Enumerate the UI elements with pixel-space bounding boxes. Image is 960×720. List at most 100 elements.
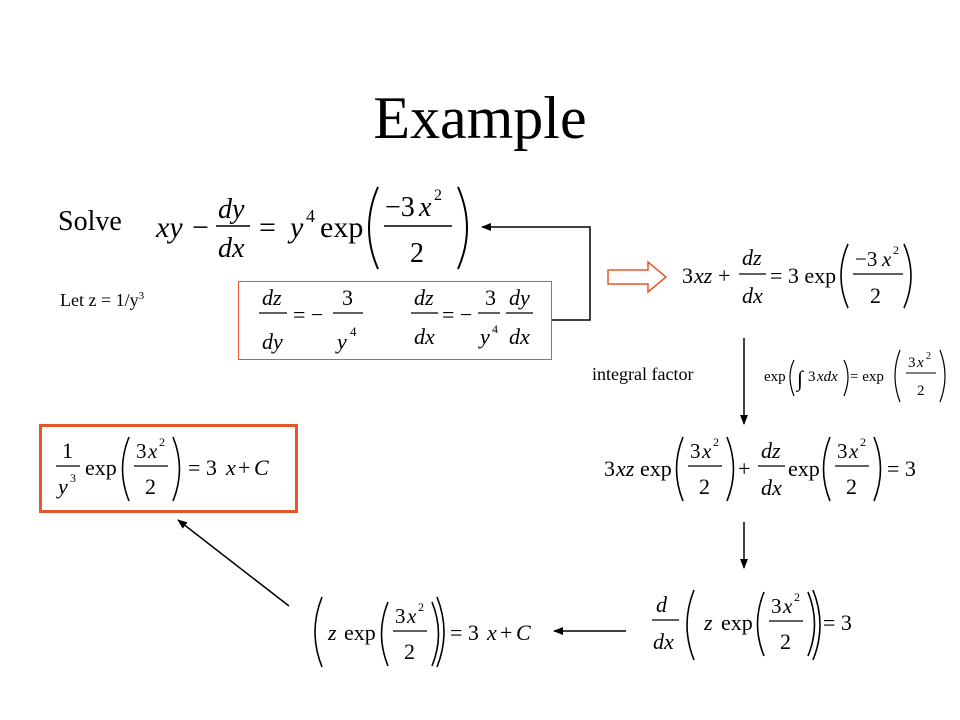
svg-text:exp: exp	[764, 369, 786, 385]
equation-original: xy − dy dx = y 4 exp −3 x 2 2	[155, 186, 468, 270]
svg-text:+: +	[738, 456, 750, 481]
svg-text:2: 2	[699, 474, 710, 499]
svg-text:dx: dx	[742, 283, 763, 308]
svg-text:2: 2	[846, 474, 857, 499]
substitution-derivatives-box	[238, 281, 552, 360]
svg-text:2: 2	[917, 383, 925, 399]
svg-text:dy: dy	[262, 329, 283, 354]
svg-text:2: 2	[434, 187, 442, 204]
svg-text:+: +	[718, 263, 730, 288]
svg-text:3: 3	[771, 594, 782, 618]
svg-text:4: 4	[350, 324, 357, 339]
svg-text:x: x	[486, 620, 497, 645]
svg-text:exp: exp	[640, 456, 672, 481]
equation-linear-form: 3 xz + dz dx = 3 exp −3 x 2 2	[682, 243, 912, 309]
svg-text:3: 3	[136, 439, 147, 463]
svg-text:= 3 exp: = 3 exp	[770, 263, 836, 288]
svg-text:= 3: = 3	[823, 610, 852, 635]
svg-text:C: C	[254, 455, 269, 480]
svg-text:2: 2	[870, 283, 881, 308]
svg-text:dz: dz	[761, 438, 781, 463]
svg-text:4: 4	[306, 206, 315, 226]
svg-text:d: d	[656, 592, 668, 617]
svg-text:x: x	[701, 439, 712, 463]
svg-text:y: y	[287, 211, 304, 244]
svg-text:xz: xz	[615, 456, 635, 481]
svg-text:+: +	[500, 620, 512, 645]
connector-box-to-equation	[481, 223, 591, 321]
svg-text:x: x	[147, 439, 158, 463]
svg-text:2: 2	[780, 629, 791, 654]
equation-derivatives: dz dy = − 3 y 4 dz dx = − 3 y 4 dy dx	[259, 285, 533, 354]
svg-text:dz: dz	[262, 285, 282, 310]
svg-text:−3: −3	[855, 247, 877, 271]
svg-text:y: y	[56, 474, 68, 499]
equation-total-derivative: d dx z exp 3 x 2 2 = 3	[652, 589, 852, 661]
svg-text:= exp: = exp	[850, 369, 884, 385]
svg-text:z: z	[703, 610, 713, 635]
svg-text:= 3: = 3	[188, 455, 217, 480]
solve-label: Solve	[58, 206, 122, 237]
svg-text:dz: dz	[414, 285, 434, 310]
svg-text:=: =	[259, 211, 276, 244]
equation-multiplied: 3 xz exp 3 x 2 2 + dz dx exp 3 x 2 2 = 3	[604, 435, 916, 502]
svg-text:3: 3	[690, 439, 701, 463]
svg-text:dy: dy	[509, 285, 530, 310]
svg-text:= −: = −	[442, 302, 472, 327]
svg-text:dx: dx	[761, 475, 782, 500]
svg-text:4: 4	[492, 322, 498, 336]
substitution-label: Let z = 1/y3	[60, 290, 144, 311]
svg-text:dx: dx	[414, 324, 435, 349]
right-arrow-outline	[607, 260, 668, 294]
slide-title: Example	[373, 85, 587, 151]
svg-text:exp: exp	[320, 211, 363, 244]
svg-text:2: 2	[410, 238, 424, 269]
svg-text:x: x	[881, 247, 892, 271]
svg-text:exp: exp	[721, 610, 753, 635]
svg-text:3: 3	[682, 263, 693, 288]
svg-text:2: 2	[926, 351, 931, 362]
svg-text:xdx: xdx	[816, 369, 838, 385]
svg-text:= −: = −	[293, 302, 323, 327]
svg-text:3: 3	[485, 285, 496, 310]
svg-text:exp: exp	[85, 455, 117, 480]
svg-text:C: C	[516, 620, 531, 645]
svg-text:2: 2	[404, 639, 415, 664]
svg-text:xz: xz	[693, 263, 713, 288]
svg-text:exp: exp	[344, 620, 376, 645]
svg-text:x: x	[418, 192, 432, 223]
svg-text:2: 2	[418, 600, 424, 614]
substitution-exponent: 3	[138, 290, 145, 302]
solution-box	[39, 424, 298, 513]
svg-text:z: z	[327, 620, 337, 645]
equation-integrated: z exp 3 x 2 2 = 3 x + C	[314, 596, 531, 668]
svg-text:2: 2	[159, 435, 165, 449]
svg-text:3: 3	[342, 285, 353, 310]
svg-text:x: x	[225, 455, 236, 480]
svg-text:xy: xy	[155, 211, 183, 244]
svg-text:2: 2	[893, 243, 899, 257]
svg-text:dz: dz	[742, 245, 762, 270]
svg-text:dx: dx	[218, 233, 245, 264]
svg-text:3: 3	[395, 604, 406, 628]
svg-text:x: x	[406, 604, 417, 628]
substitution-text: Let z = 1/y	[60, 290, 139, 310]
svg-text:dy: dy	[218, 194, 245, 225]
svg-text:2: 2	[860, 435, 866, 449]
svg-text:2: 2	[713, 435, 719, 449]
svg-text:3: 3	[808, 369, 816, 385]
svg-text:exp: exp	[788, 456, 820, 481]
svg-text:y: y	[335, 329, 347, 354]
svg-text:dx: dx	[509, 324, 530, 349]
svg-text:−: −	[192, 211, 209, 244]
svg-text:3: 3	[604, 456, 615, 481]
equation-solution: 1 y 3 exp 3 x 2 2 = 3 x + C	[56, 435, 269, 502]
svg-text:dx: dx	[653, 629, 674, 654]
svg-text:3: 3	[908, 355, 916, 371]
svg-text:x: x	[782, 594, 793, 618]
svg-text:3: 3	[837, 439, 848, 463]
svg-text:−3: −3	[385, 192, 415, 223]
diagonal-arrow	[177, 519, 290, 607]
svg-text:2: 2	[145, 474, 156, 499]
